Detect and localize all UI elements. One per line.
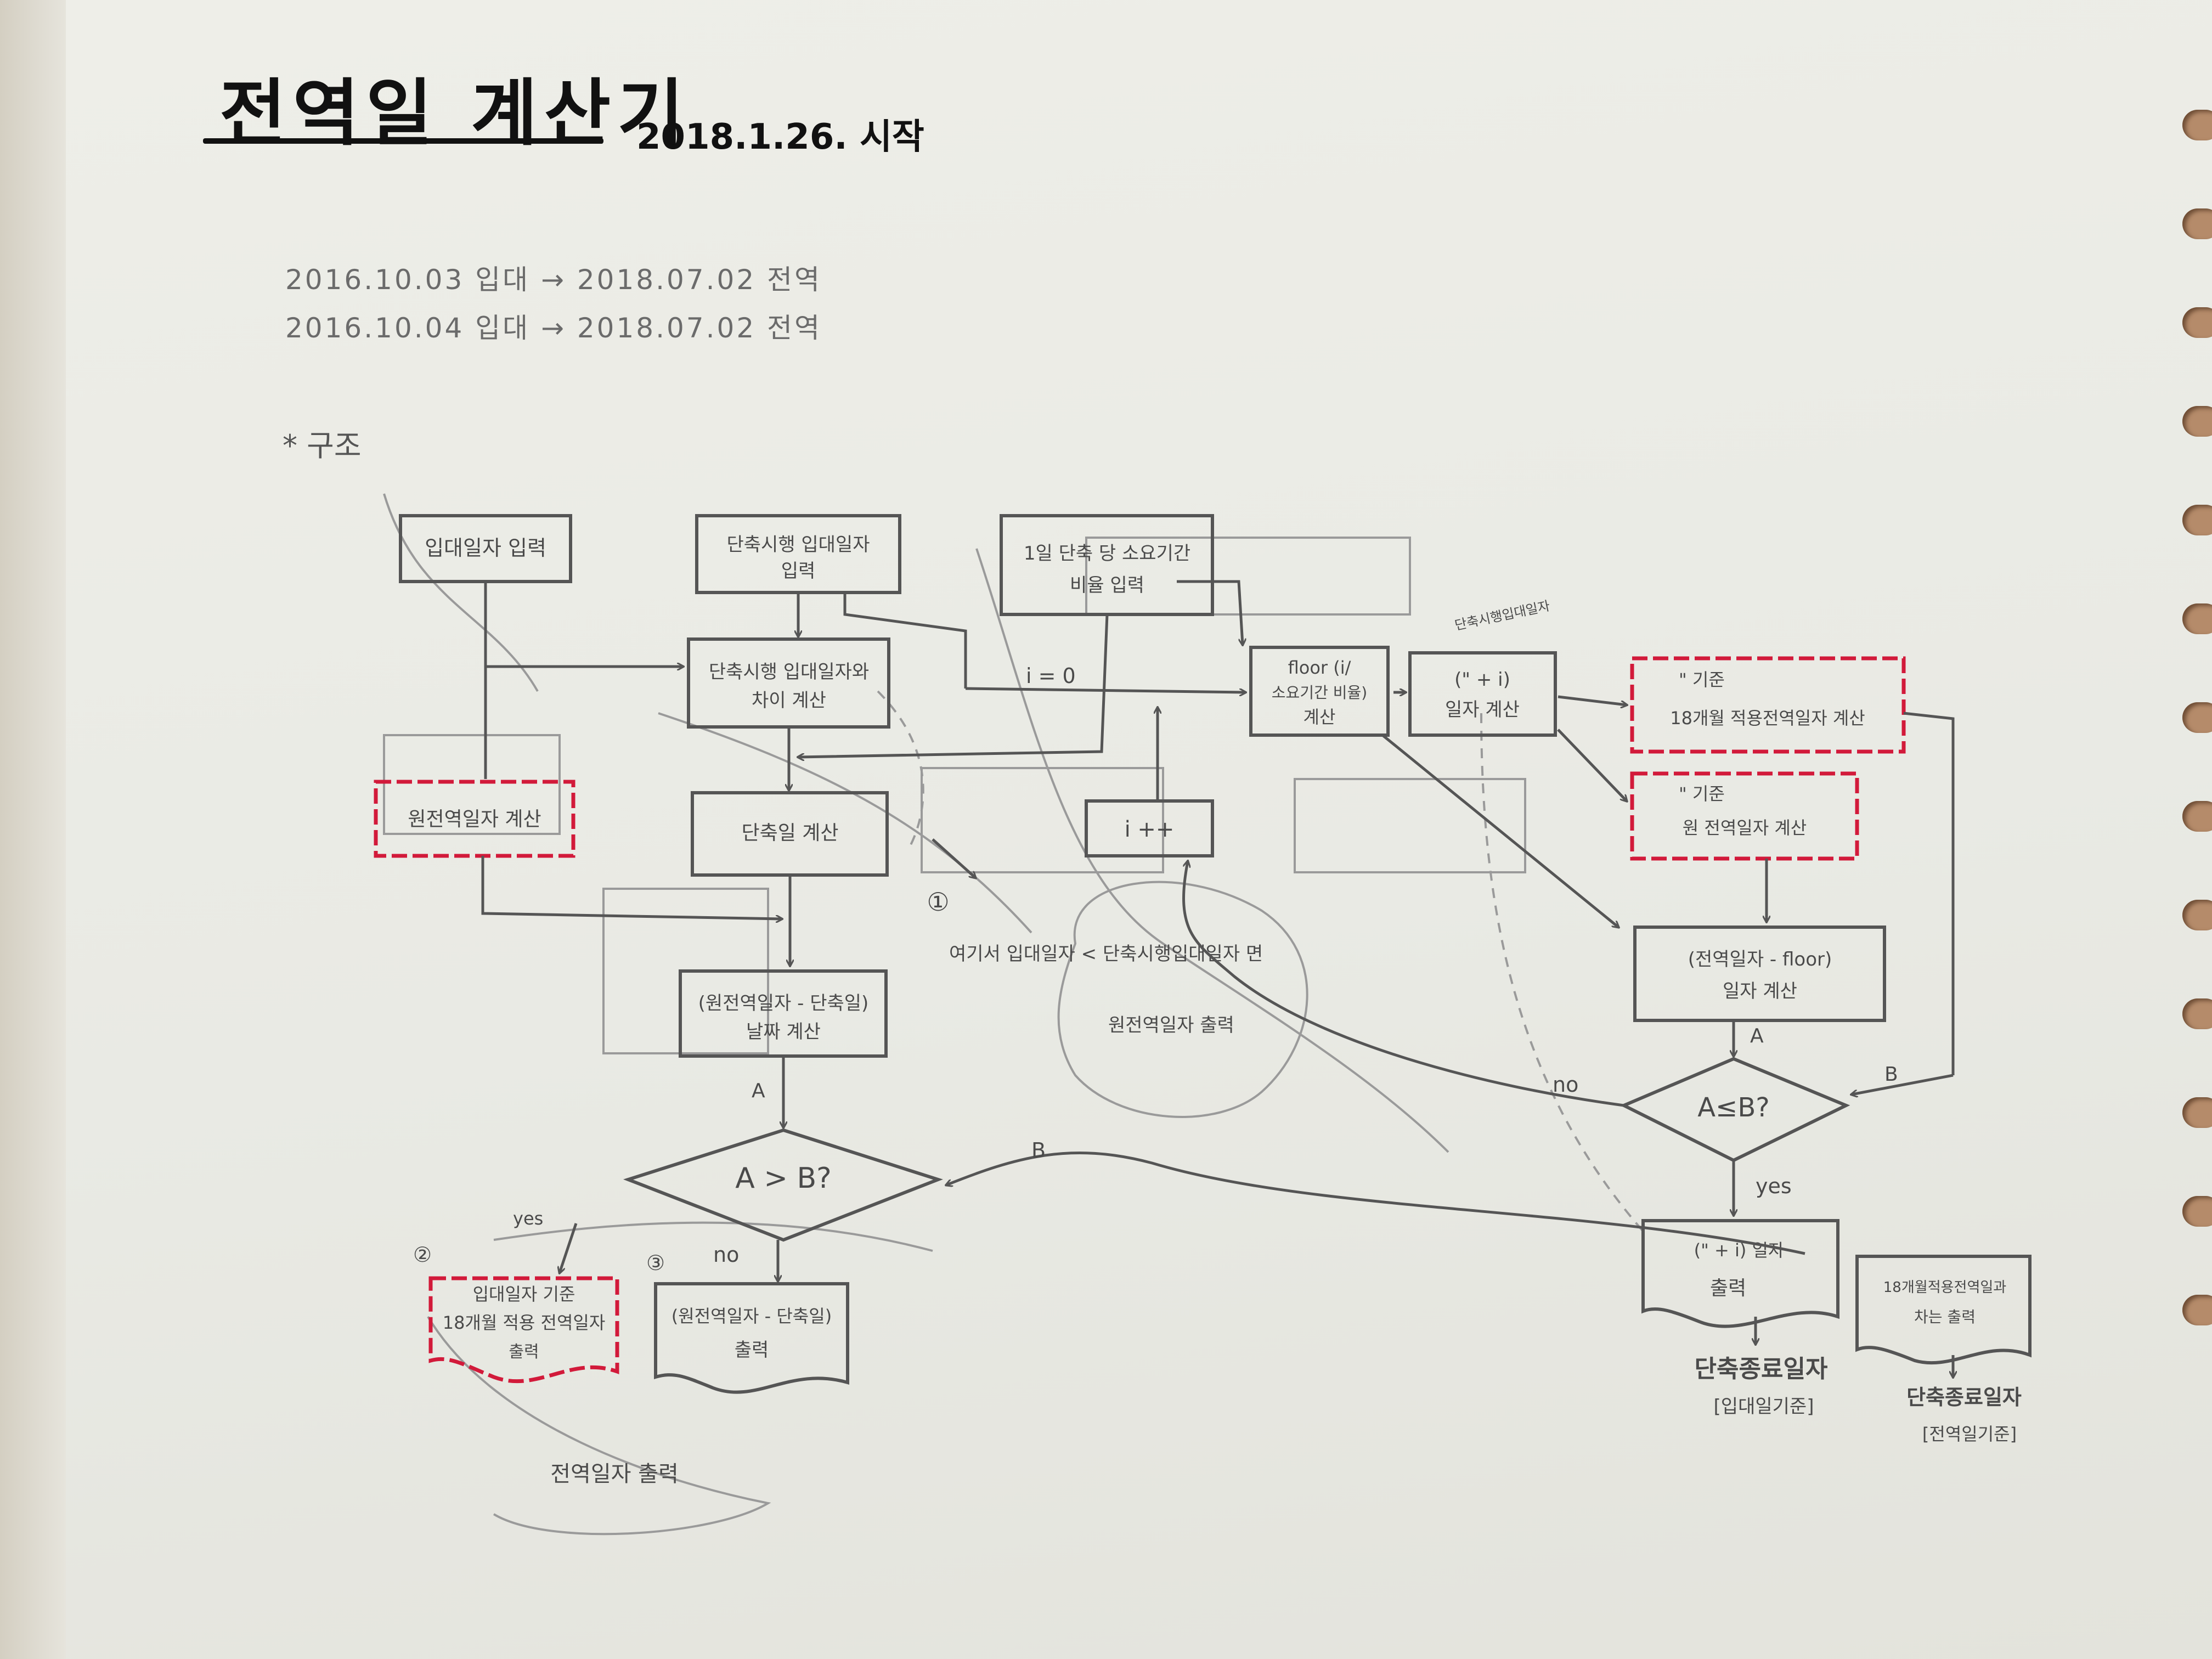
spiral-hole <box>2182 1196 2212 1227</box>
edge-label-yes: yes <box>513 1208 543 1229</box>
node-label: floor (i/ <box>1288 657 1351 678</box>
node-label: 입대일자 입력 <box>425 536 546 560</box>
node-label: 18개월 적용전역일자 계산 <box>1670 708 1865 729</box>
node-shorten-days: 단축일 계산 <box>691 791 889 877</box>
node-label: 단축일 계산 <box>741 822 838 844</box>
spiral-hole <box>2182 208 2212 239</box>
spiral-hole <box>2182 505 2212 535</box>
node-label: 원전역일자 계산 <box>408 808 541 831</box>
node-label: (" + i) 일자 <box>1694 1240 1785 1261</box>
node-i-increment: i ++ <box>1085 799 1214 857</box>
node-label: 입대일자 기준 <box>473 1284 575 1305</box>
end-date-label: 단축종료일자 <box>1695 1355 1828 1383</box>
spiral-hole <box>2182 307 2212 338</box>
decision-a-le-b: A≤B? <box>1620 1057 1850 1163</box>
decision-a-gt-b: A > B? <box>623 1128 943 1242</box>
node-output-18m-b: 18개월적용전역일과 차는 출력 <box>1855 1255 2032 1365</box>
node-subtract: (원전역일자 - 단축일) 날짜 계산 <box>679 969 888 1058</box>
node-ref-18m: " 기준 18개월 적용전역일자 계산 <box>1630 656 1906 754</box>
end-date-b-basis: [전역일기준] <box>1922 1424 2017 1444</box>
node-label: (원전역일자 - 단축일) <box>672 1306 832 1327</box>
node-label: (원전역일자 - 단축일) <box>698 992 869 1014</box>
end-date-b-label: 단축종료일자 <box>1906 1385 2022 1409</box>
node-label: 출력 <box>735 1339 769 1361</box>
circle-marker-2: ② <box>413 1243 432 1267</box>
edge-label-no: no <box>713 1243 739 1267</box>
node-orig-discharge: 원전역일자 계산 <box>374 780 575 858</box>
node-label: 18개월 적용 전역일자 <box>443 1312 606 1333</box>
node-label: 계산 <box>1304 707 1336 727</box>
circle-marker-3: ③ <box>646 1251 665 1275</box>
node-label: 일자 계산 <box>1723 980 1797 1002</box>
edge-label-b: B <box>1031 1138 1046 1163</box>
node-input-policy: 단축시행 입대일자 입력 <box>695 514 901 594</box>
node-date-plus-i: (" + i) 일자 계산 <box>1408 651 1557 737</box>
node-input-ratio: 1일 단축 당 소요기간 비율 입력 <box>1000 514 1214 616</box>
node-label: 차이 계산 <box>752 690 826 712</box>
edge-label-b2: B <box>1884 1063 1898 1086</box>
node-label: (전역일자 - floor) <box>1688 949 1832 970</box>
spiral-hole <box>2182 1097 2212 1128</box>
spiral-hole <box>2182 702 2212 733</box>
node-label: " 기준 <box>1679 669 1725 690</box>
node-input-enlist: 입대일자 입력 <box>399 514 572 583</box>
node-label: 출력 <box>509 1342 539 1362</box>
node-label: 일자 계산 <box>1445 699 1520 721</box>
node-label: 18개월적용전역일과 <box>1883 1279 2007 1296</box>
node-label: 단축시행 입대일자 <box>726 534 870 556</box>
edge-label-no2: no <box>1553 1073 1578 1097</box>
edge-label-a: A <box>752 1080 765 1102</box>
page-left-edge <box>0 0 66 1659</box>
note-bubble: ① 여기서 입대일자 < 단축시행입대일자 면 원전역일자 출력 <box>927 881 1308 1118</box>
node-output-subtract: (원전역일자 - 단축일) 출력 <box>654 1282 849 1394</box>
title-underline <box>203 138 603 144</box>
note-circle-number: ① <box>927 887 949 917</box>
spiral-hole <box>2182 1295 2212 1325</box>
date-note-2: 2016.10.04 입대 → 2018.07.02 전역 <box>285 312 822 344</box>
node-output-18m: 입대일자 기준 18개월 적용 전역일자 출력 <box>428 1276 619 1384</box>
edge-label-i0: i = 0 <box>1026 664 1076 688</box>
node-label: 입력 <box>781 560 816 582</box>
note-text: 원전역일자 출력 <box>1108 1014 1234 1036</box>
note-text: 여기서 입대일자 < 단축시행입대일자 면 <box>949 943 1263 965</box>
small-annotation: 단축시행입대일자 <box>1453 598 1551 633</box>
spiral-hole <box>2182 998 2212 1029</box>
node-label: 소요기간 비율) <box>1272 684 1367 702</box>
flow-edges <box>481 580 1953 1377</box>
spiral-hole <box>2182 801 2212 832</box>
node-label: i ++ <box>1125 817 1175 842</box>
spiral-hole <box>2182 406 2212 437</box>
structure-label: * 구조 <box>283 428 362 463</box>
node-label: 원 전역일자 계산 <box>1683 817 1807 838</box>
node-label: 날짜 계산 <box>746 1021 821 1043</box>
node-label: 차는 출력 <box>1914 1308 1976 1326</box>
node-ref-orig: " 기준 원 전역일자 계산 <box>1630 771 1859 861</box>
node-label: 단축시행 입대일자와 <box>709 661 869 683</box>
spiral-hole <box>2182 110 2212 140</box>
edge-label-yes2: yes <box>1756 1174 1792 1198</box>
node-label: 비율 입력 <box>1070 574 1144 596</box>
decision-label: A > B? <box>735 1162 831 1195</box>
node-floor: floor (i/ 소요기간 비율) 계산 <box>1249 646 1390 737</box>
erased-sketch-traces <box>383 493 1647 1536</box>
edge-label-a2: A <box>1750 1025 1764 1047</box>
node-floor-diff: (전역일자 - floor) 일자 계산 <box>1633 926 1886 1022</box>
node-label: 1일 단축 당 소요기간 <box>1024 543 1190 565</box>
start-date: 2018.1.26. 시작 <box>636 117 924 157</box>
date-note-1: 2016.10.03 입대 → 2018.07.02 전역 <box>285 264 822 296</box>
node-label: 출력 <box>1710 1277 1746 1300</box>
spiral-hole <box>2182 603 2212 634</box>
decision-label: A≤B? <box>1697 1092 1769 1123</box>
node-label: (" + i) <box>1454 669 1510 691</box>
spiral-hole <box>2182 900 2212 930</box>
node-label: " 기준 <box>1679 783 1725 804</box>
end-date-basis: [입대일기준] <box>1714 1396 1814 1418</box>
node-output-end-date: (" + i) 일자 출력 <box>1641 1219 1839 1328</box>
discharge-output-note: 전역일자 출력 <box>550 1462 679 1487</box>
node-diff: 단축시행 입대일자와 차이 계산 <box>687 637 890 729</box>
